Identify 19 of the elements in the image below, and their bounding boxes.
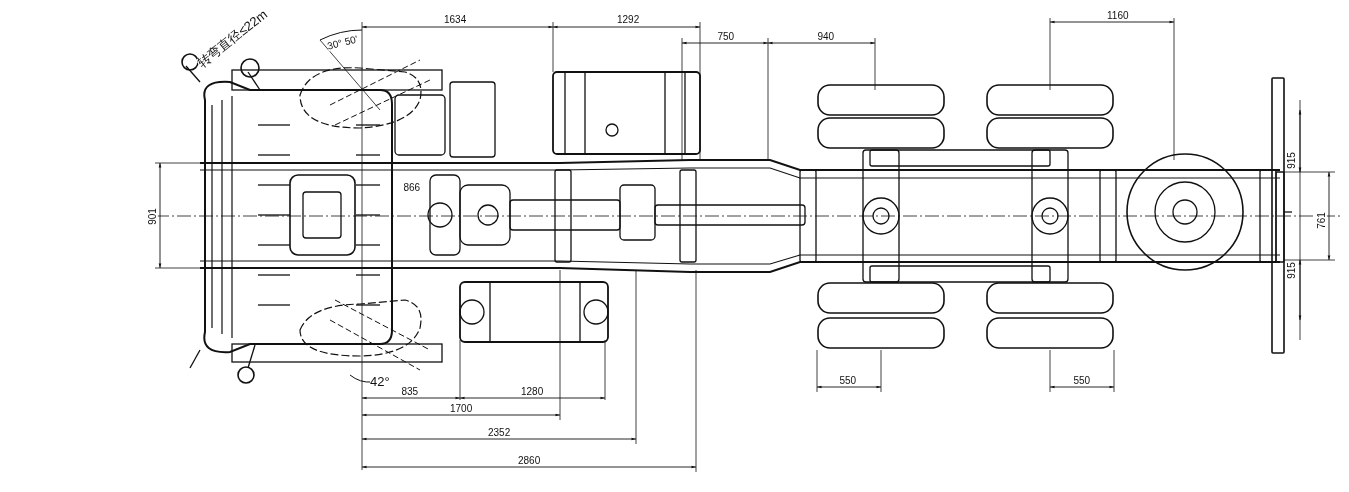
dimension-label: 750 bbox=[717, 30, 735, 42]
dimension-label: 2860 bbox=[518, 454, 541, 466]
angle-label: 30° 50' bbox=[325, 32, 359, 52]
dimension-label: 1292 bbox=[617, 13, 640, 25]
dimension-label: 1160 bbox=[1107, 9, 1129, 21]
dimension-label: 901 bbox=[146, 207, 158, 225]
dimension-label: 866 bbox=[403, 181, 421, 193]
angle-label: 42° bbox=[370, 375, 390, 387]
dimension-label: 915 bbox=[1285, 151, 1297, 169]
dimension-label: 550 bbox=[1073, 374, 1091, 386]
dimension-label: 915 bbox=[1285, 261, 1297, 279]
dimension-label: 1280 bbox=[521, 385, 544, 397]
dimension-label: 1634 bbox=[444, 13, 467, 25]
dimension-label: 761 bbox=[1315, 211, 1327, 229]
dimension-label: 2352 bbox=[488, 426, 511, 438]
dimension-label: 835 bbox=[401, 385, 419, 397]
dimension-label: 550 bbox=[839, 374, 857, 386]
dimension-label: 1700 bbox=[450, 402, 473, 414]
dimension-label: 940 bbox=[817, 30, 835, 42]
